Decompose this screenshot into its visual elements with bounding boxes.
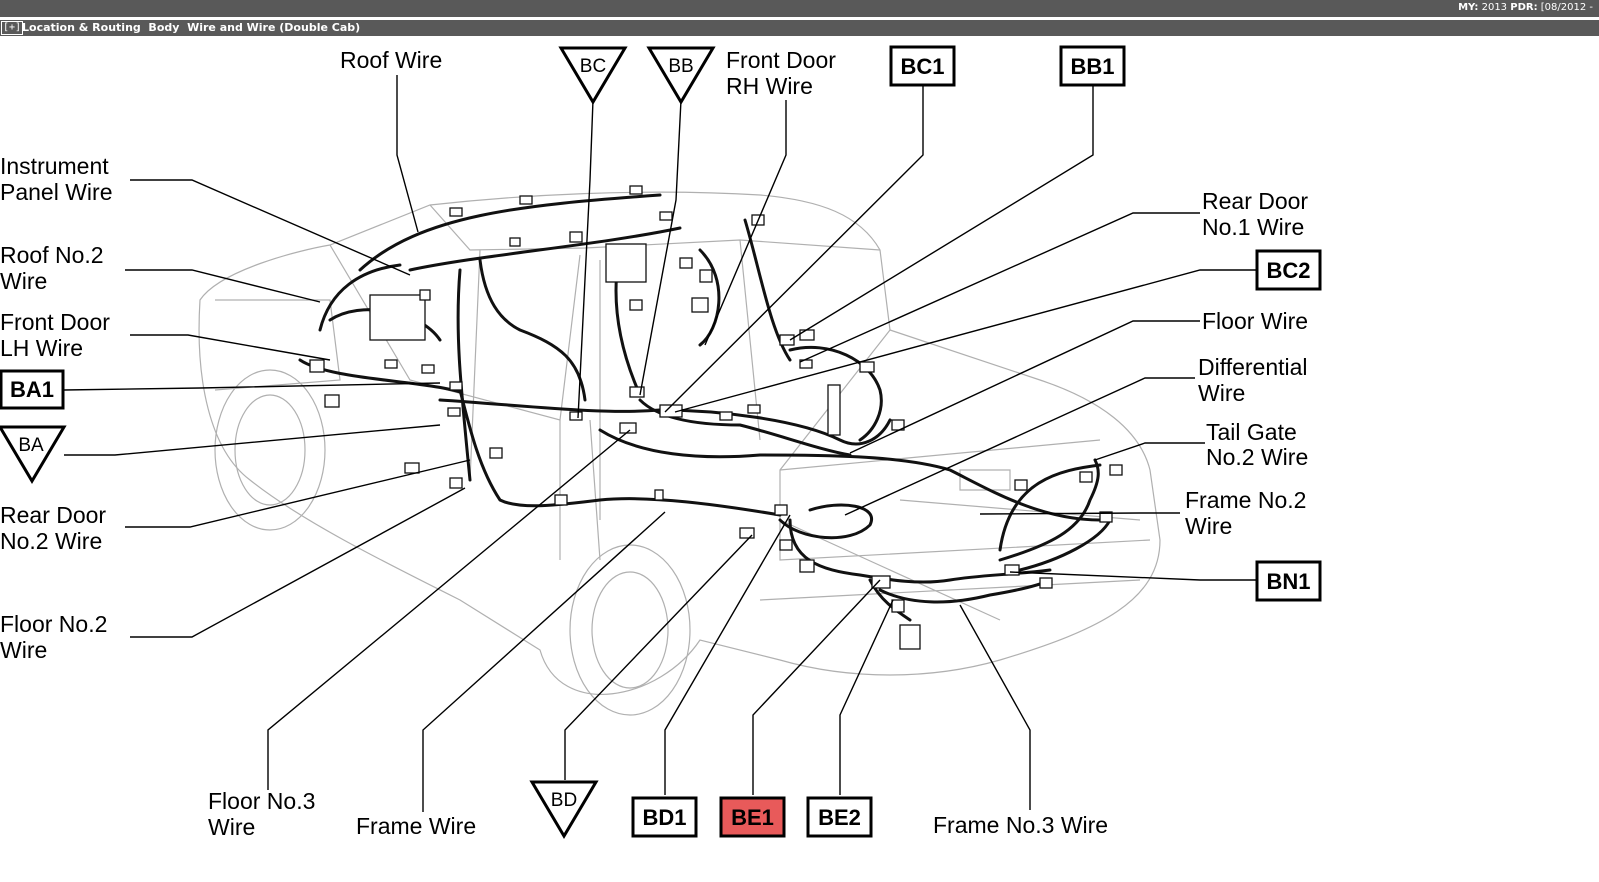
label-tail-gate-no2-line2: No.2 Wire bbox=[1206, 444, 1308, 470]
box-bb1-label: BB1 bbox=[1070, 54, 1114, 79]
label-differential-line1: Differential bbox=[1198, 354, 1308, 380]
label-frame-no2-line1: Frame No.2 bbox=[1185, 487, 1306, 513]
label-roof-no2-line1: Roof No.2 bbox=[0, 242, 104, 268]
label-front-door-lh-line2: LH Wire bbox=[0, 335, 83, 361]
label-floor-wire: Floor Wire bbox=[1202, 308, 1308, 334]
box-bc1-label: BC1 bbox=[900, 54, 944, 79]
label-frame-no2-line2: Wire bbox=[1185, 513, 1232, 539]
leader-lines bbox=[63, 75, 1257, 812]
box-bn1-label: BN1 bbox=[1266, 569, 1310, 594]
ground-point-triangles: BC BB BA BD bbox=[0, 46, 716, 839]
label-roof-no2-line2: Wire bbox=[0, 268, 47, 294]
label-rear-door-no2-line1: Rear Door bbox=[0, 502, 106, 528]
box-bc2[interactable]: BC2 bbox=[1255, 249, 1322, 291]
triangle-bd[interactable]: BD bbox=[529, 780, 599, 839]
wire-harness bbox=[298, 193, 1112, 622]
label-rear-door-no1-line1: Rear Door bbox=[1202, 188, 1308, 214]
triangle-bb[interactable]: BB bbox=[646, 46, 716, 105]
box-bb1[interactable]: BB1 bbox=[1059, 45, 1126, 87]
connectors bbox=[309, 185, 1123, 650]
label-roof-wire: Roof Wire bbox=[340, 47, 442, 73]
triangle-ba[interactable]: BA bbox=[0, 425, 67, 484]
label-instrument-panel-line1: Instrument bbox=[0, 153, 109, 179]
box-ba1-label: BA1 bbox=[10, 377, 54, 402]
page-title: Location & Routing Body Wire and Wire (D… bbox=[22, 21, 361, 34]
box-bd1[interactable]: BD1 bbox=[631, 796, 698, 838]
box-bn1[interactable]: BN1 bbox=[1255, 560, 1322, 602]
box-be1-label: BE1 bbox=[731, 805, 774, 830]
box-be2[interactable]: BE2 bbox=[806, 796, 873, 838]
box-be1[interactable]: BE1 bbox=[719, 796, 786, 838]
label-floor-no3-line2: Wire bbox=[208, 814, 255, 840]
label-rear-door-no1-line2: No.1 Wire bbox=[1202, 214, 1304, 240]
label-frame-no3-wire: Frame No.3 Wire bbox=[933, 812, 1108, 838]
expand-toggle[interactable]: [+] bbox=[1, 21, 24, 35]
label-front-door-rh-line2: RH Wire bbox=[726, 73, 813, 99]
box-ba1[interactable]: BA1 bbox=[0, 369, 65, 410]
box-bc1[interactable]: BC1 bbox=[889, 45, 956, 87]
wire-labels: Roof Wire Front Door RH Wire Instrument … bbox=[0, 47, 1308, 840]
label-instrument-panel-line2: Panel Wire bbox=[0, 179, 112, 205]
triangle-bb-label: BB bbox=[668, 56, 693, 77]
label-rear-door-no2-line2: No.2 Wire bbox=[0, 528, 102, 554]
label-front-door-rh-line1: Front Door bbox=[726, 47, 836, 73]
connector-code-boxes: BC1 BB1 BC2 BA1 BN1 BD1 BE1 BE2 bbox=[0, 45, 1322, 838]
label-floor-no3-line1: Floor No.3 bbox=[208, 788, 315, 814]
label-differential-line2: Wire bbox=[1198, 380, 1245, 406]
label-frame-wire: Frame Wire bbox=[356, 813, 476, 839]
model-year-info: MY: 2013 PDR: [08/2012 - bbox=[1458, 2, 1593, 13]
label-floor-no2-line1: Floor No.2 bbox=[0, 611, 107, 637]
vehicle-outline bbox=[198, 191, 1161, 716]
triangle-ba-label: BA bbox=[18, 435, 44, 456]
triangle-bc[interactable]: BC bbox=[558, 46, 628, 105]
label-tail-gate-no2-line1: Tail Gate bbox=[1206, 419, 1297, 445]
top-status-bar: MY: 2013 PDR: [08/2012 - bbox=[0, 0, 1599, 17]
box-be2-label: BE2 bbox=[818, 805, 861, 830]
box-bd1-label: BD1 bbox=[642, 805, 686, 830]
label-floor-no2-line2: Wire bbox=[0, 637, 47, 663]
divider bbox=[0, 17, 1599, 20]
triangle-bc-label: BC bbox=[580, 56, 606, 77]
triangle-bd-label: BD bbox=[551, 790, 577, 811]
title-bar: [+] Location & Routing Body Wire and Wir… bbox=[0, 20, 1599, 36]
label-front-door-lh-line1: Front Door bbox=[0, 309, 110, 335]
box-bc2-label: BC2 bbox=[1266, 258, 1310, 283]
